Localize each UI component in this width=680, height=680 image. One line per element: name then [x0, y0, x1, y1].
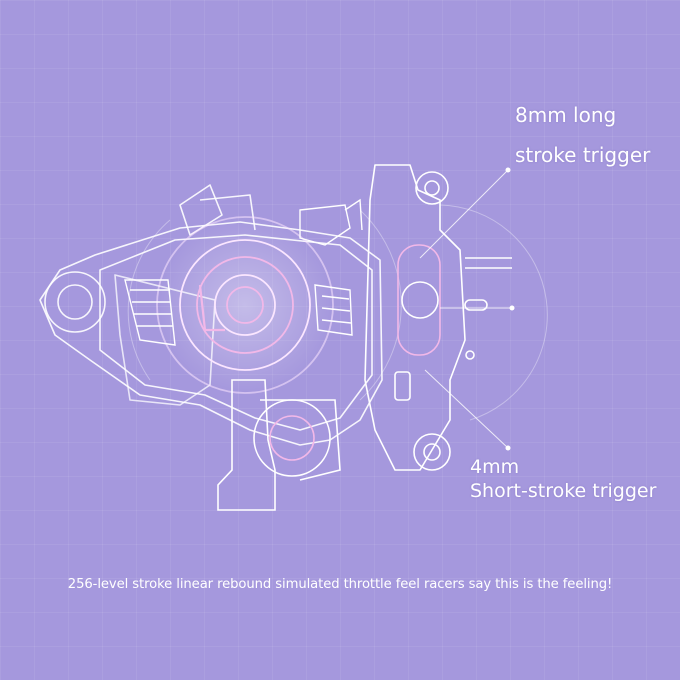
- long-stroke-trigger-label: 8mm long stroke trigger: [515, 100, 650, 170]
- central-hub: [156, 216, 334, 394]
- long-stroke-line2: stroke trigger: [515, 143, 651, 167]
- lower-stem: [217, 379, 341, 511]
- short-stroke-trigger-label: 4mm Short-stroke trigger: [470, 455, 656, 503]
- long-stroke-line1: 8mm long: [515, 103, 617, 127]
- blade-fan-left: [124, 279, 176, 346]
- short-stroke-line2: Short-stroke trigger: [470, 480, 657, 502]
- short-stroke-line1: 4mm: [470, 456, 520, 478]
- feature-caption: 256-level stroke linear rebound simulate…: [67, 577, 613, 593]
- upper-clip: [299, 198, 363, 246]
- callout-leaders: [419, 167, 515, 451]
- blade-fan-right: [314, 284, 353, 336]
- trigger-assembly: [364, 164, 512, 471]
